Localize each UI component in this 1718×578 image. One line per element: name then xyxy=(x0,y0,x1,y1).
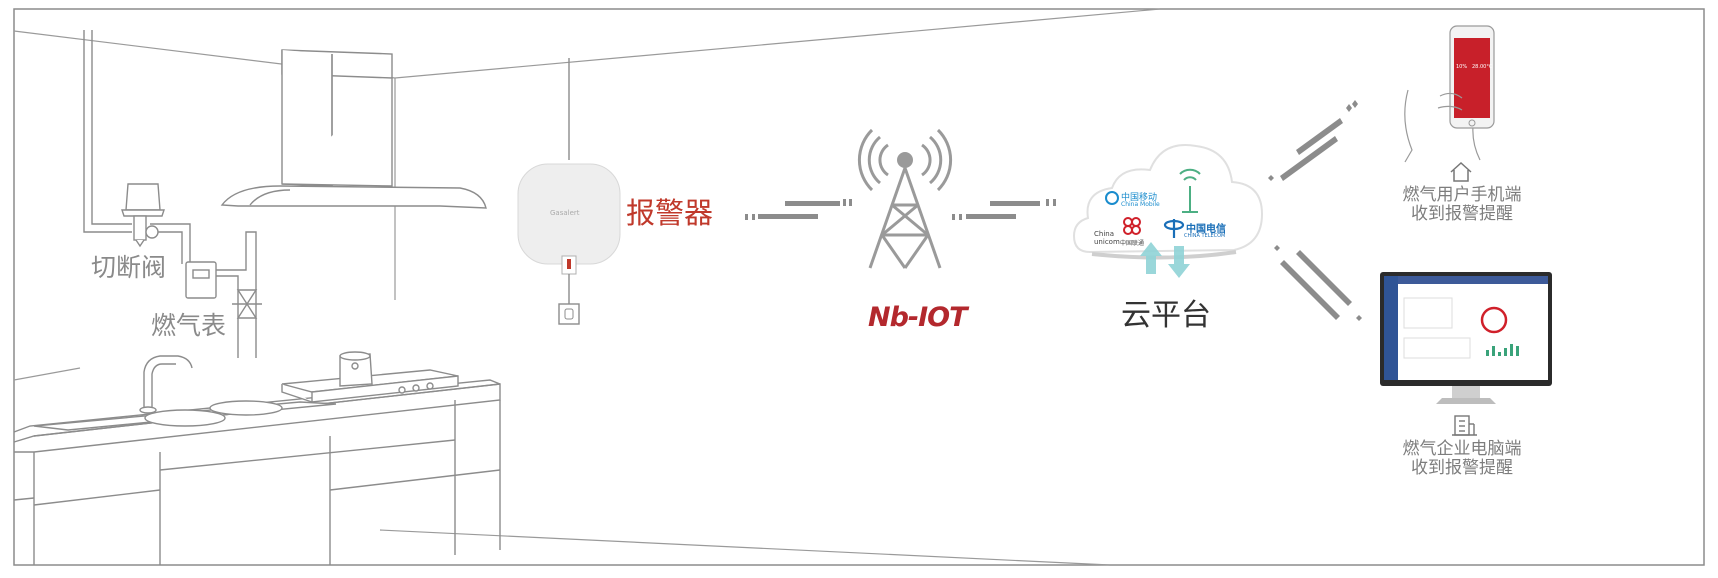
signal-link-tower-cloud xyxy=(952,199,1056,220)
china-mobile-cn: 中国移动 xyxy=(1121,193,1158,203)
china-unicom-logo-icon xyxy=(1123,217,1141,235)
cloud-platform-icon xyxy=(1072,144,1264,260)
gas-stove xyxy=(281,351,459,403)
kitchen-counter xyxy=(13,379,501,565)
pipe-valve xyxy=(232,289,262,319)
unicom-en-2: unicom xyxy=(1094,238,1120,246)
phone-right-value: 28.00°C xyxy=(1472,64,1493,70)
building-icon xyxy=(1452,415,1477,436)
gas-pipe xyxy=(83,30,257,358)
smartphone-icon xyxy=(1404,25,1495,163)
pc-alert-label: 燃气企业电脑端 收到报警提醒 xyxy=(1400,440,1524,478)
telecom-en: CHINA TELECOM xyxy=(1184,233,1226,239)
power-socket-slot xyxy=(564,308,574,320)
unicom-en-1: China xyxy=(1094,230,1114,238)
pc-alert-line2: 收到报警提醒 xyxy=(1411,458,1513,478)
mobile-alert-line1: 燃气用户手机端 xyxy=(1402,185,1522,205)
gas-meter xyxy=(185,261,217,299)
cloud-antenna-icon xyxy=(1179,168,1201,213)
unicom-cn: 中国联通 xyxy=(1120,240,1145,247)
china-mobile-en: China Mobile xyxy=(1121,201,1160,208)
phone-left-value: 10% xyxy=(1456,64,1468,70)
mobile-alert-line2: 收到报警提醒 xyxy=(1411,204,1513,224)
cell-tower xyxy=(857,128,953,269)
mobile-alert-label: 燃气用户手机端 收到报警提醒 xyxy=(1400,186,1524,224)
china-telecom-logo-icon xyxy=(1163,219,1185,238)
home-icon xyxy=(1450,161,1472,182)
signal-link-alarm-tower xyxy=(745,199,852,220)
power-socket xyxy=(558,303,580,325)
china-mobile-logo-icon xyxy=(1105,191,1119,205)
pc-alert-line1: 燃气企业电脑端 xyxy=(1402,439,1522,459)
telecom-cn: 中国电信 xyxy=(1186,224,1226,235)
data-exchange-arrows-icon xyxy=(1140,242,1190,278)
shutoff-valve xyxy=(121,183,165,248)
signal-link-cloud-phone xyxy=(1268,100,1358,181)
shutoff-valve-label: 切断阀 xyxy=(91,253,167,282)
cloud-platform-label: 云平台 xyxy=(1121,298,1211,333)
signal-link-cloud-pc xyxy=(1274,245,1362,321)
alarm-led xyxy=(567,259,571,269)
gas-alarm-label: 报警器 xyxy=(626,196,714,230)
scene-frame xyxy=(13,8,1705,566)
range-hood xyxy=(220,49,487,209)
nb-iot-logo: Nb-IOT xyxy=(868,302,968,333)
sink xyxy=(33,355,337,431)
desktop-monitor-icon xyxy=(1380,272,1552,404)
gas-meter-label: 燃气表 xyxy=(151,311,227,340)
alarm-brand: Gasalert xyxy=(550,209,580,217)
